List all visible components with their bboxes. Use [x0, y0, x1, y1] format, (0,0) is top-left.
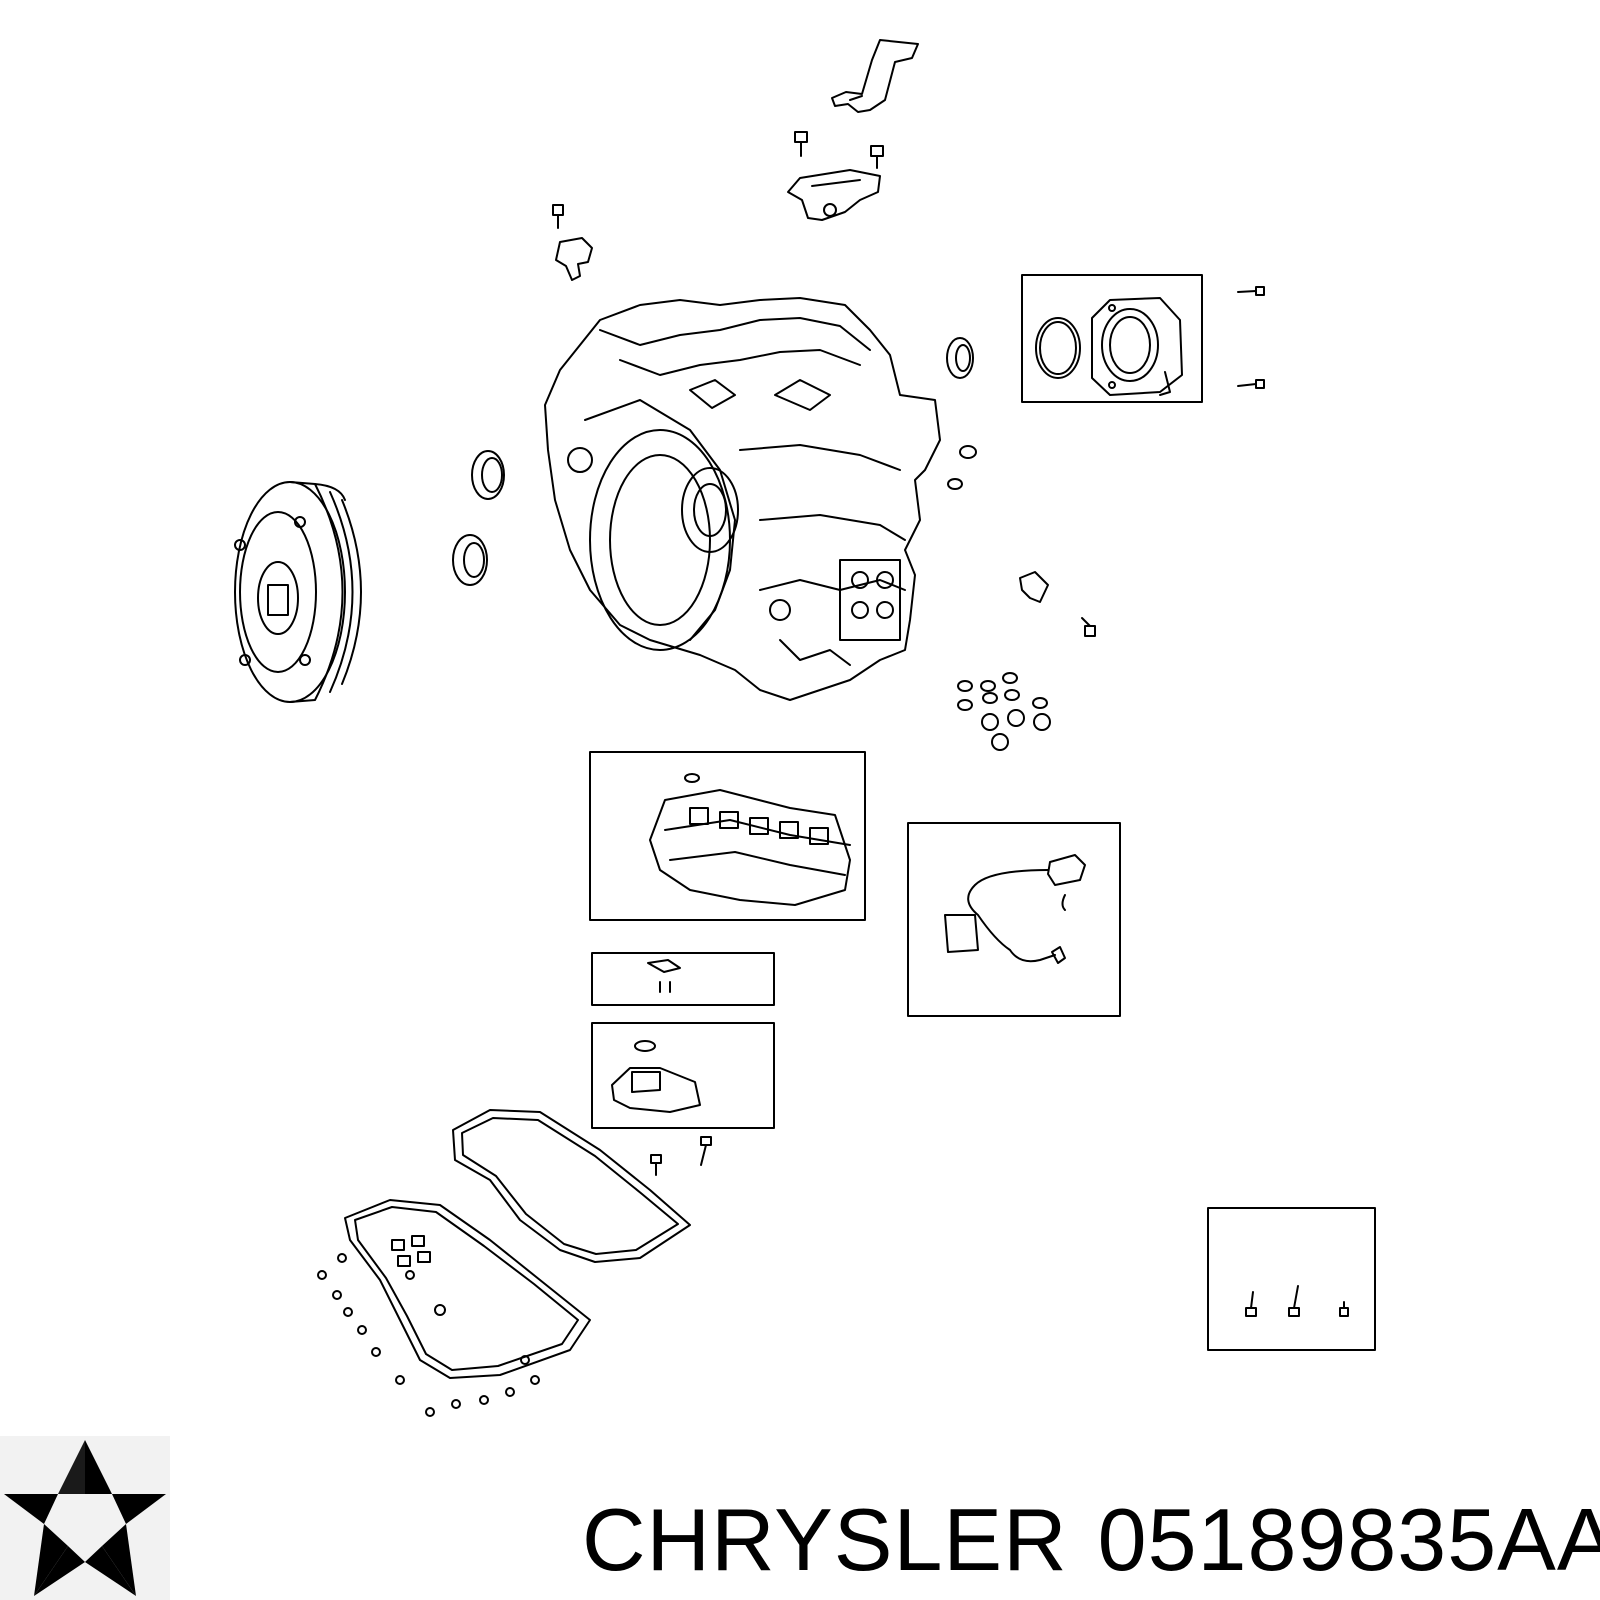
pentastar-icon [0, 1436, 170, 1600]
bolt [700, 1136, 712, 1166]
inset-box-harness [907, 822, 1121, 1017]
pan-bolt-set [317, 1253, 540, 1417]
bolt [794, 131, 808, 157]
torque-converter [234, 481, 362, 703]
bolt [1237, 379, 1265, 389]
inset-box-cooler [1021, 274, 1203, 403]
oil-seal [946, 337, 974, 379]
sensor [1019, 571, 1049, 603]
speed-sensor [555, 237, 593, 281]
transmission-case [544, 297, 941, 701]
cooler-assembly [1035, 297, 1183, 396]
part-caption: CHRYSLER 05189835AA [582, 1490, 1600, 1590]
small-bracket [647, 959, 681, 993]
mounting-bracket [831, 39, 919, 113]
inset-box-bracket [591, 952, 775, 1006]
pan-gasket [452, 1109, 691, 1263]
oil-filter [611, 1040, 701, 1113]
part-number: 05189835AA [1097, 1490, 1600, 1589]
bolt [1237, 286, 1265, 296]
inset-box-valve-body [589, 751, 866, 921]
inset-box-filter [591, 1022, 775, 1129]
wiring-harness [944, 854, 1086, 964]
bolt [650, 1154, 662, 1176]
oil-seal [471, 450, 505, 500]
o-ring-set [957, 672, 1048, 711]
oil-seal [452, 534, 488, 586]
oil-pan [344, 1199, 591, 1379]
plug [959, 445, 977, 459]
inset-box-bolts [1207, 1207, 1376, 1351]
bolt [1339, 1301, 1349, 1317]
valve-body [649, 773, 851, 906]
bolt [1081, 617, 1096, 637]
range-sensor [787, 169, 881, 221]
bolt [552, 204, 564, 229]
bolt [870, 145, 884, 169]
o-ring [947, 478, 963, 490]
brand-name: CHRYSLER [582, 1490, 1068, 1589]
filter-plug-set [981, 709, 1051, 751]
bolt [1245, 1291, 1257, 1317]
bolt [1288, 1285, 1300, 1317]
